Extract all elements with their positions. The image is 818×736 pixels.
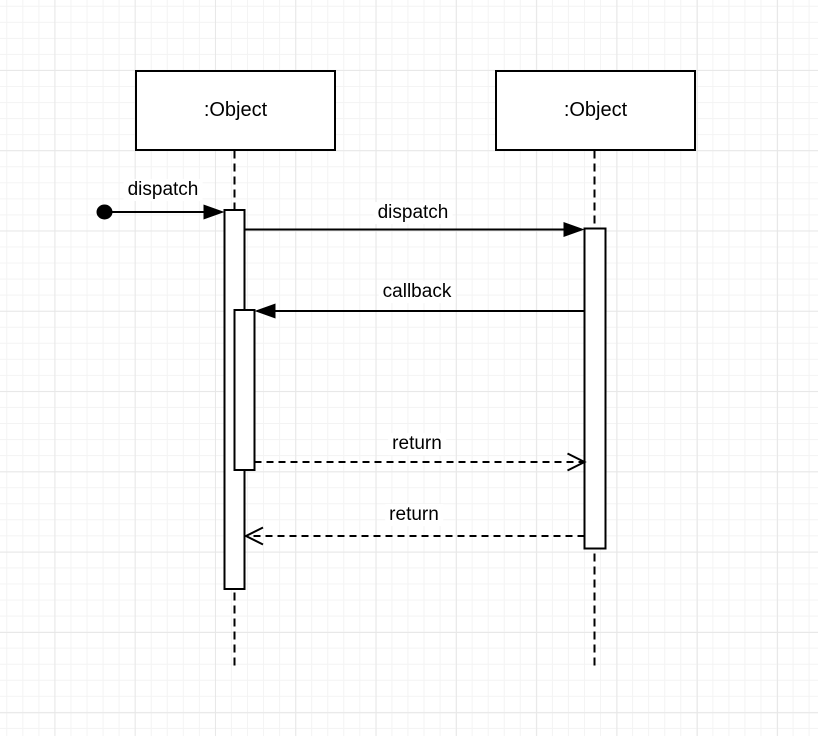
arrowhead-filled-right-icon[interactable] <box>203 204 225 220</box>
arrowhead-filled-right-icon[interactable] <box>563 222 585 237</box>
message-label-return-1[interactable]: return <box>388 433 446 455</box>
message-dispatch-1[interactable] <box>96 204 225 220</box>
message-callback[interactable] <box>254 303 585 319</box>
message-return-1[interactable] <box>254 452 587 472</box>
arrowhead-open-left-icon[interactable] <box>243 526 264 546</box>
arrowhead-open-right-icon[interactable] <box>567 452 587 472</box>
activation-bar-2[interactable] <box>583 227 607 550</box>
object-box-2[interactable] <box>495 70 696 151</box>
message-label-dispatch-2[interactable]: dispatch <box>373 202 453 224</box>
message-dispatch-2[interactable] <box>244 222 585 237</box>
message-label-return-2[interactable]: return <box>385 504 443 526</box>
message-return-2[interactable] <box>243 526 585 546</box>
message-label-dispatch-1[interactable]: dispatch <box>123 179 203 201</box>
arrowhead-filled-left-icon[interactable] <box>254 303 276 319</box>
activation-bar-1-nested[interactable] <box>233 309 256 471</box>
object-box-1[interactable] <box>135 70 336 151</box>
object-label-2[interactable]: :Object <box>563 99 628 121</box>
object-label-1[interactable]: :Object <box>203 99 268 121</box>
found-message-circle-icon[interactable] <box>96 204 113 220</box>
message-label-callback[interactable]: callback <box>378 281 456 303</box>
